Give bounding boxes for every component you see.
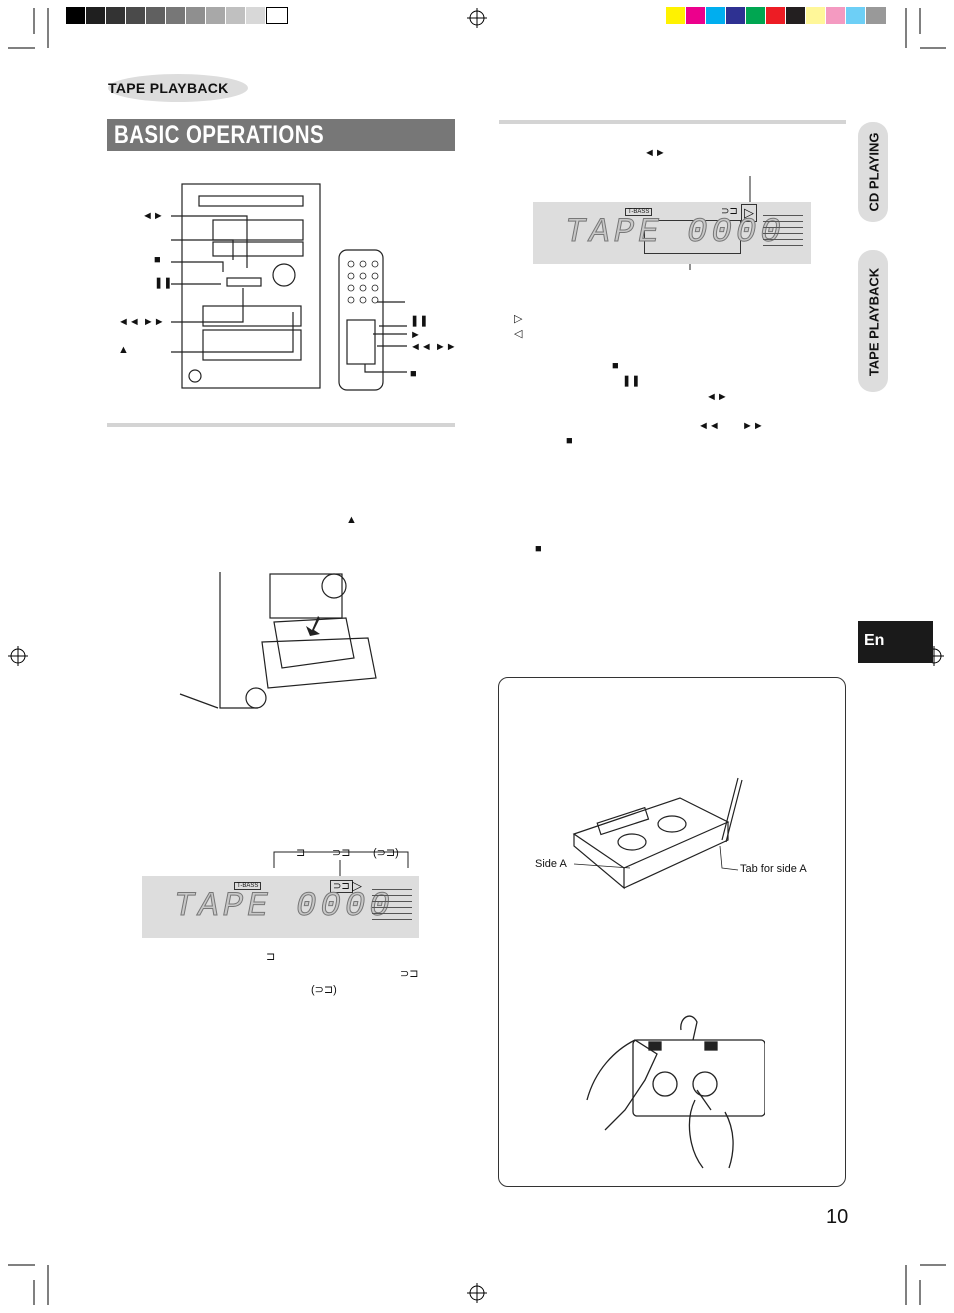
step-pause-symbol: ❚❚ bbox=[622, 375, 641, 387]
section-badge bbox=[108, 74, 248, 102]
language-tab-label: En bbox=[864, 632, 885, 649]
language-tab bbox=[858, 621, 933, 663]
label-eject: ▲ bbox=[118, 344, 129, 356]
cassette-hands-illustration bbox=[586, 1015, 765, 1169]
side-tab-cd bbox=[858, 122, 888, 222]
remote-label-play: ► bbox=[410, 329, 421, 341]
tape-display-left: T-BASS ⊃⊐ ▷ TAPE 0000 bbox=[142, 876, 419, 938]
step-resume-symbol: ◄► bbox=[706, 391, 728, 403]
rev-indicator: ⊃⊐ bbox=[330, 880, 353, 893]
tbass-badge: T-BASS bbox=[234, 882, 262, 890]
step-play-symbol: ◄► bbox=[644, 147, 666, 159]
forward-direction-symbol: ▷ bbox=[514, 313, 523, 325]
label-pause: ❚❚ bbox=[154, 277, 173, 289]
tbass-badge-right: T-BASS bbox=[625, 208, 653, 216]
remote-label-pause: ❚❚ bbox=[410, 315, 429, 327]
section-badge-label: TAPE PLAYBACK bbox=[108, 80, 229, 96]
stereo-illustration bbox=[171, 183, 407, 391]
side-tab-tape bbox=[858, 250, 888, 392]
tape-counter-text-right: TAPE 0000 bbox=[565, 214, 785, 253]
page-title: BASIC OPERATIONS bbox=[114, 121, 325, 149]
step-stop-symbol: ■ bbox=[612, 360, 619, 372]
label-stop: ■ bbox=[154, 254, 161, 266]
page-title-bar bbox=[107, 119, 455, 151]
level-meter bbox=[372, 886, 412, 922]
rev-mode-loop: ⊃⊐ bbox=[332, 847, 351, 859]
side-tab-cd-label: CD PLAYING bbox=[866, 132, 882, 212]
step-ff-symbol: ►► bbox=[742, 420, 764, 432]
tab-for-side-a-label: Tab for side A bbox=[740, 863, 807, 875]
rev-mode-one: ⊐ bbox=[296, 847, 306, 859]
counter-highlight-box bbox=[644, 220, 741, 254]
rev-indicator-right: ⊃⊐ bbox=[721, 206, 738, 217]
side-tab-tape-label: TAPE PLAYBACK bbox=[866, 267, 882, 377]
section-rule-right bbox=[499, 120, 846, 124]
remote-label-stop: ■ bbox=[410, 368, 417, 380]
reverse-direction-symbol: ◁ bbox=[514, 328, 523, 340]
direction-indicator-right: ▷ bbox=[741, 204, 757, 222]
cassette-insert-illustration bbox=[179, 572, 377, 709]
label-rewind-ff: ◄◄ ►► bbox=[118, 316, 165, 328]
reverse-mode-diagram bbox=[273, 851, 409, 880]
page-number: 10 bbox=[826, 1206, 849, 1228]
step-stop-symbol-3: ■ bbox=[535, 543, 542, 555]
eject-symbol: ▲ bbox=[346, 514, 357, 526]
step-stop-symbol-2: ■ bbox=[566, 435, 573, 447]
rev-mode-inf: (⊃⊐) bbox=[373, 847, 399, 859]
label-play: ◄► bbox=[142, 210, 164, 222]
cassette-tab-illustration bbox=[572, 777, 743, 890]
rev-caption-inf: (⊃⊐) bbox=[311, 984, 337, 996]
side-a-label: Side A bbox=[535, 858, 567, 870]
tape-display-right: T-BASS ⊃⊐ ▷ TAPE 0000 bbox=[533, 202, 811, 264]
direction-indicator: ▷ bbox=[352, 878, 362, 893]
level-meter-right bbox=[763, 212, 803, 248]
section-rule-left bbox=[107, 423, 455, 427]
remote-label-rewind-ff: ◄◄ ►► bbox=[410, 341, 457, 353]
tape-counter-text: TAPE 0000 bbox=[174, 888, 394, 927]
rev-caption-loop: ⊃⊐ bbox=[400, 968, 419, 980]
rev-caption-one: ⊐ bbox=[266, 951, 276, 963]
step-rewind-symbol: ◄◄ bbox=[698, 420, 720, 432]
cassette-care-box bbox=[498, 677, 846, 1187]
